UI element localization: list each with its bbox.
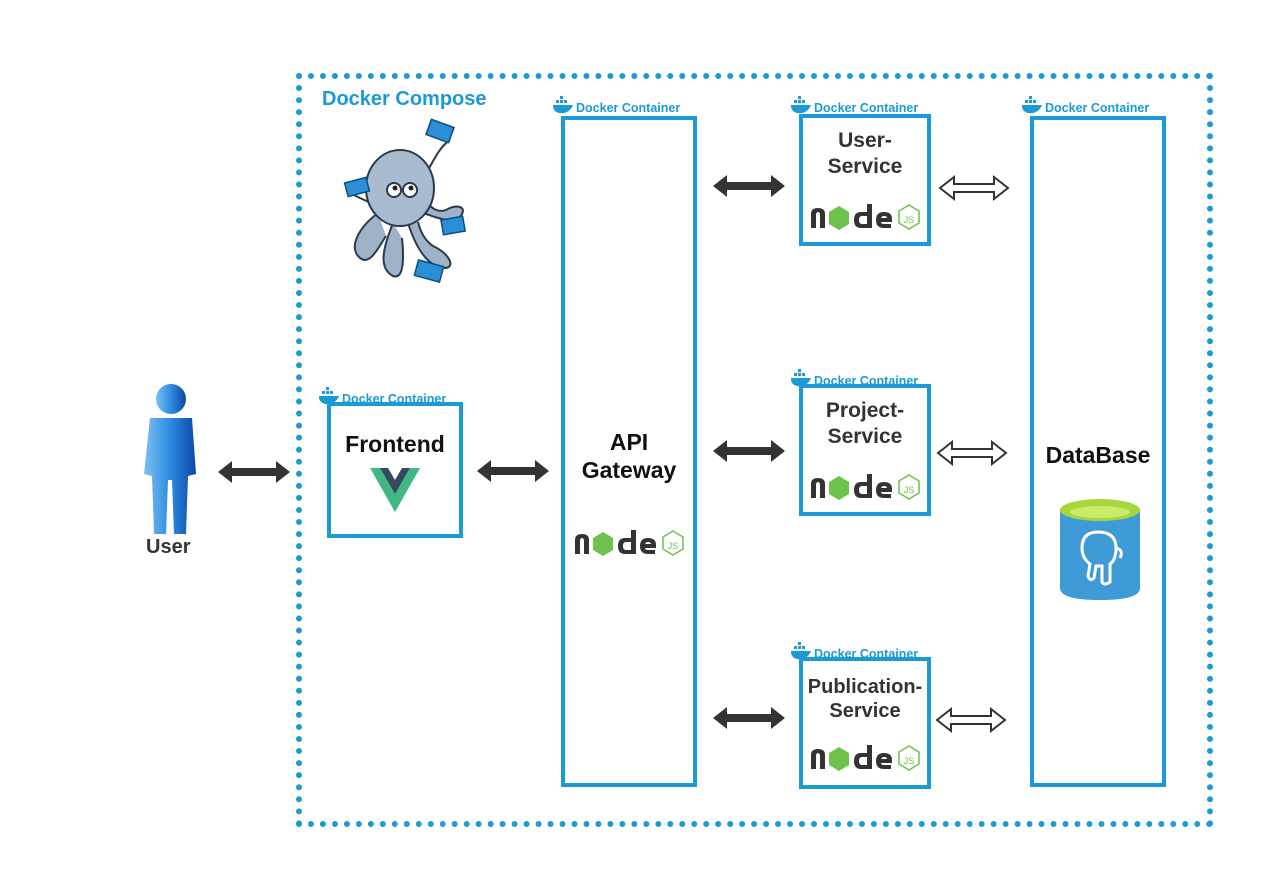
- user-service-title-line2: Service: [827, 155, 903, 178]
- user-frontend-arrow: [218, 459, 290, 485]
- user-service-title: User- Service: [803, 128, 927, 180]
- postgresql-database-icon: [1058, 498, 1142, 607]
- container-tag-label: Docker Container: [576, 101, 681, 115]
- svg-text:JS: JS: [904, 756, 915, 766]
- publication-service-title-line2: Service: [829, 700, 901, 722]
- api-gateway-title: API Gateway: [565, 428, 693, 484]
- publication-service-title-line1: Publication-: [807, 676, 923, 698]
- docker-compose-title: Docker Compose: [322, 88, 487, 110]
- gateway-publication-service-arrow: [713, 705, 785, 731]
- nodejs-logo-icon: JS: [809, 474, 923, 500]
- nodejs-logo-icon: JS: [573, 530, 687, 556]
- container-tag-label: Docker Container: [814, 101, 919, 115]
- docker-compose-octopus-icon: [338, 118, 478, 288]
- publication-service-database-arrow: [935, 706, 1007, 734]
- project-service-title-line1: Project-: [825, 399, 905, 422]
- docker-whale-icon: [791, 96, 811, 114]
- gateway-container-tag: Docker Container: [552, 95, 680, 115]
- svg-text:JS: JS: [904, 485, 915, 495]
- user-service-title-line1: User-: [838, 129, 892, 152]
- publication-service-container: Publication- Service JS: [799, 657, 931, 789]
- api-gateway-title-line2: Gateway: [581, 457, 677, 483]
- project-service-title: Project- Service: [803, 398, 927, 450]
- svg-text:JS: JS: [668, 541, 679, 551]
- api-gateway-container: API Gateway JS: [561, 116, 697, 787]
- user-label: User: [146, 536, 191, 558]
- docker-compose-frame: [296, 73, 1213, 827]
- vue-logo-icon: [331, 468, 459, 512]
- database-container-tag: Docker Container: [1021, 95, 1149, 115]
- gateway-project-service-arrow: [713, 438, 785, 464]
- docker-whale-icon: [553, 96, 573, 114]
- svg-text:JS: JS: [904, 215, 915, 225]
- frontend-gateway-arrow: [477, 458, 549, 484]
- frontend-title: Frontend: [345, 431, 445, 457]
- publication-service-title: Publication- Service: [803, 675, 927, 723]
- nodejs-logo-icon: JS: [809, 204, 923, 230]
- project-service-container: Project- Service JS: [799, 384, 931, 516]
- docker-whale-icon: [1022, 96, 1042, 114]
- api-gateway-title-line1: API: [609, 429, 649, 455]
- nodejs-logo-icon: JS: [809, 745, 923, 771]
- user-service-container-tag: Docker Container: [790, 95, 918, 115]
- user-service-container: User- Service JS: [799, 114, 931, 246]
- container-tag-label: Docker Container: [1045, 101, 1150, 115]
- frontend-container: Frontend: [327, 402, 463, 538]
- database-title: DataBase: [1045, 442, 1151, 468]
- user-service-database-arrow: [938, 174, 1010, 202]
- project-service-database-arrow: [936, 439, 1008, 467]
- database-container: DataBase: [1030, 116, 1166, 787]
- gateway-user-service-arrow: [713, 173, 785, 199]
- user-figure-icon: [140, 384, 200, 536]
- project-service-title-line2: Service: [827, 425, 903, 448]
